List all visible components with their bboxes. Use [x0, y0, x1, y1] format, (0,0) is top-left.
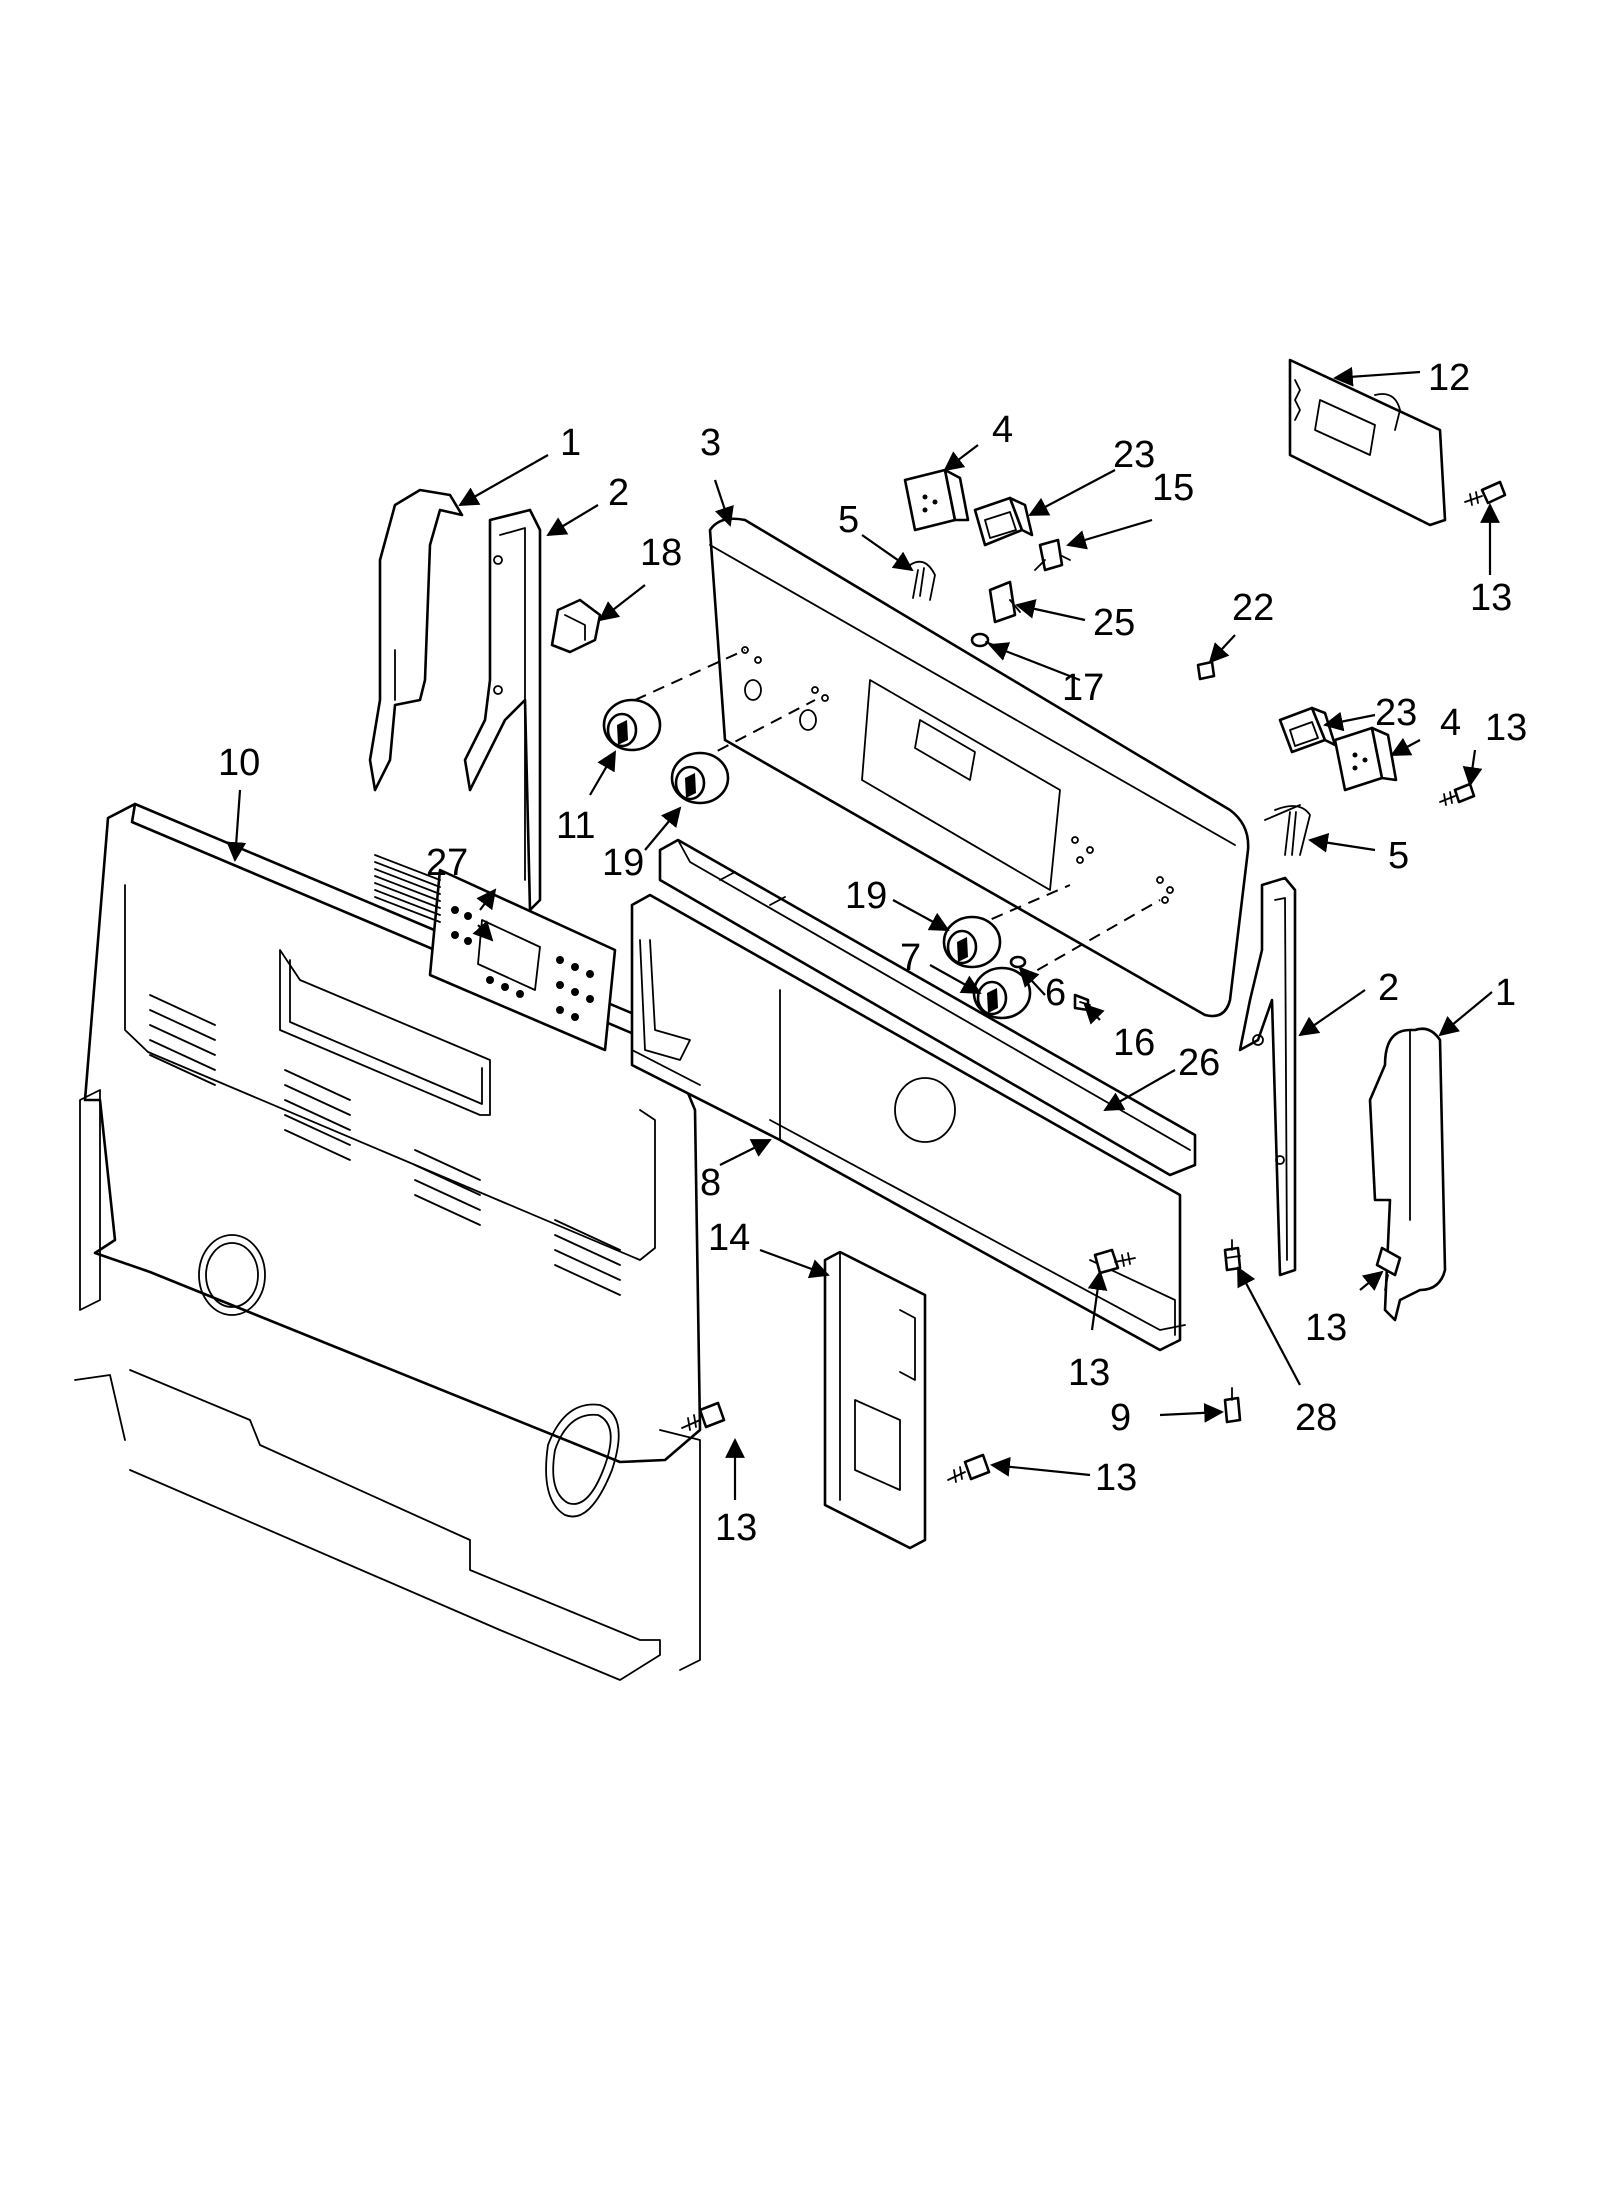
screw-part-13-e — [681, 1401, 726, 1431]
channel-part-26 — [658, 838, 1197, 1177]
knob-part-19-upper — [670, 751, 730, 805]
clock-board-part-12 — [1288, 358, 1447, 527]
clip-part-22 — [1196, 660, 1216, 681]
switch-part-23-upper — [973, 496, 1034, 547]
screw-part-17 — [970, 632, 997, 648]
callout-15: 15 — [1152, 467, 1194, 509]
screw-part-13-b — [1439, 782, 1476, 806]
side-bracket-part-2-right — [1238, 876, 1297, 1277]
callout-16: 16 — [1113, 1022, 1155, 1064]
callout-19-upper: 19 — [602, 842, 644, 884]
screw-part-9 — [1223, 1387, 1242, 1424]
callout-27: 27 — [426, 842, 468, 884]
callout-13-right: 13 — [1485, 707, 1527, 749]
callout-18: 18 — [640, 532, 682, 574]
callout-11: 11 — [556, 805, 595, 847]
callout-23-upper: 23 — [1113, 434, 1155, 476]
side-bracket-part-2-left — [463, 508, 542, 912]
end-cap-part-1-left — [368, 488, 464, 792]
switch-part-4-lower — [1333, 726, 1398, 792]
alignment-line — [699, 699, 816, 761]
spring-part-6 — [1009, 955, 1027, 969]
knob-part-11 — [602, 698, 662, 752]
callout-10: 10 — [218, 742, 260, 784]
callout-7: 7 — [900, 937, 921, 979]
callout-22: 22 — [1232, 587, 1274, 629]
callout-4-lower: 4 — [1440, 702, 1461, 744]
screw-part-13-a — [1464, 480, 1507, 506]
callout-23-lower: 23 — [1375, 692, 1417, 734]
bracket-part-14 — [823, 1250, 927, 1550]
keypad-part-27 — [374, 854, 617, 1052]
callout-9: 9 — [1110, 1397, 1131, 1439]
rear-panel-vents — [149, 994, 621, 1296]
screw-part-13-c — [1375, 1246, 1402, 1291]
callout-13-lower-right: 13 — [1305, 1307, 1347, 1349]
callout-5-upper: 5 — [838, 499, 859, 541]
callout-1-right: 1 — [1495, 972, 1516, 1014]
callout-19-lower: 19 — [845, 875, 887, 917]
knob-part-19-lower — [942, 915, 1002, 969]
switch-part-15 — [1034, 538, 1071, 572]
screw-part-13-d — [1093, 1248, 1136, 1275]
switch-part-23-lower — [1278, 706, 1337, 754]
callout-13-top-right: 13 — [1470, 577, 1512, 619]
switch-part-4-upper — [903, 468, 970, 532]
clip-part-18 — [550, 598, 602, 654]
callout-26: 26 — [1178, 1042, 1220, 1084]
bracket-part-8 — [630, 893, 1186, 1352]
callout-2-left: 2 — [608, 472, 629, 514]
callout-2-right: 2 — [1378, 967, 1399, 1009]
callout-28: 28 — [1295, 1397, 1337, 1439]
callout-4-upper: 4 — [992, 409, 1013, 451]
knob-part-7 — [972, 966, 1032, 1020]
callout-17: 17 — [1062, 667, 1104, 709]
callout-13-bottom-left: 13 — [715, 1507, 757, 1549]
rear-panel-part-10 — [74, 802, 702, 1681]
end-cap-part-1-right — [1368, 1027, 1447, 1322]
wire-part-5-upper — [909, 560, 936, 601]
wire-part-5-lower — [1264, 804, 1311, 856]
alignment-line — [1019, 899, 1161, 981]
bracket-part-25 — [988, 580, 1021, 624]
callout-12: 12 — [1428, 357, 1470, 399]
screw-part-28 — [1223, 1239, 1242, 1272]
callout-8: 8 — [700, 1162, 721, 1204]
callout-25: 25 — [1093, 602, 1135, 644]
callout-13-bottom: 13 — [1095, 1457, 1137, 1499]
callout-14: 14 — [708, 1217, 750, 1259]
callout-1-left: 1 — [560, 422, 581, 464]
callout-3: 3 — [700, 422, 721, 464]
callout-labels: 1 2 3 4 5 23 15 12 13 18 25 22 17 23 4 1… — [218, 357, 1527, 1549]
screw-part-13-f — [947, 1453, 991, 1483]
callout-6: 6 — [1045, 972, 1066, 1014]
alignment-line — [634, 649, 746, 701]
callout-5-lower: 5 — [1388, 835, 1409, 877]
leader-lines — [226, 366, 1500, 1500]
callout-13-center: 13 — [1068, 1352, 1110, 1394]
